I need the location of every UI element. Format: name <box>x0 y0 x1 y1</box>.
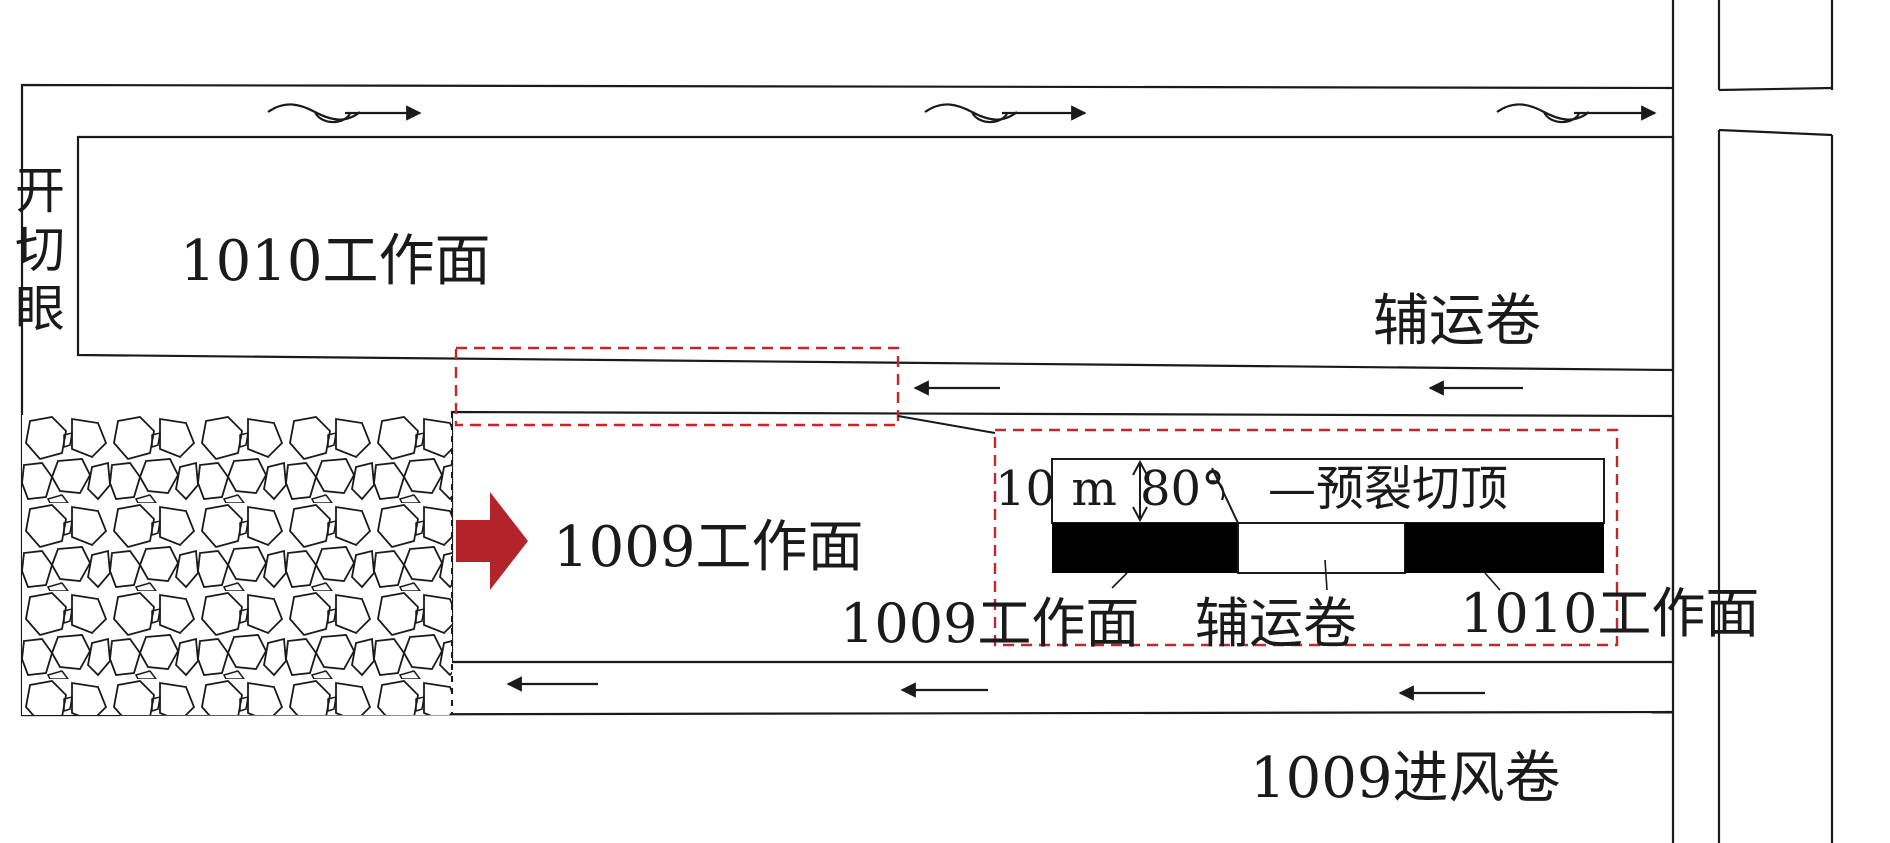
airflow-wave-arrow-icon <box>267 103 422 124</box>
advance-direction-arrow-icon <box>456 492 528 590</box>
detail-aux-roadway <box>1237 522 1406 574</box>
face-1009-label: 1009工作面 <box>553 515 864 580</box>
presplit-label: —预裂切顶 <box>1268 461 1508 517</box>
cut-eye-label-2: 切 <box>15 221 65 279</box>
detail-pillar-1010 <box>1405 523 1604 573</box>
leader-aux <box>1324 559 1328 591</box>
highlight-roof-cut-zone <box>454 346 900 427</box>
roadway-right-connector-2 <box>1718 128 1833 137</box>
goaf-rock-area <box>22 415 452 715</box>
presplit-cut-line <box>1211 467 1239 524</box>
face-1010-block <box>76 135 1675 372</box>
detail-face-1009-label: 1009工作面 <box>840 592 1139 655</box>
detail-aux-roadway-label: 辅运卷 <box>1195 592 1357 655</box>
aux-roadway-label: 辅运卷 <box>1373 289 1541 354</box>
leader-1009 <box>1111 572 1128 589</box>
face-1010-label: 1010工作面 <box>180 229 491 294</box>
airflow-wave-arrow-icon <box>924 103 1087 124</box>
cut-eye-label-1: 开 <box>15 162 65 220</box>
roadway-right-connector-1 <box>1718 86 1833 92</box>
airflow-wave-arrow-icon <box>1496 103 1657 124</box>
highlight-detail-callout <box>993 428 1619 647</box>
intake-roadway-label: 1009进风卷 <box>1250 746 1561 811</box>
detail-pillar-1009 <box>1052 523 1238 573</box>
angle-80-label: 80° <box>1140 461 1225 517</box>
leader-1010 <box>1484 572 1501 591</box>
angle-arc <box>1207 480 1225 501</box>
detail-face-1010-label: 1010工作面 <box>1460 582 1759 645</box>
cut-eye-label-3: 眼 <box>15 280 65 338</box>
dimension-10m-arrow <box>1132 459 1148 523</box>
width-10m-label: 10 m <box>995 461 1117 517</box>
callout-leader-line <box>897 415 996 434</box>
